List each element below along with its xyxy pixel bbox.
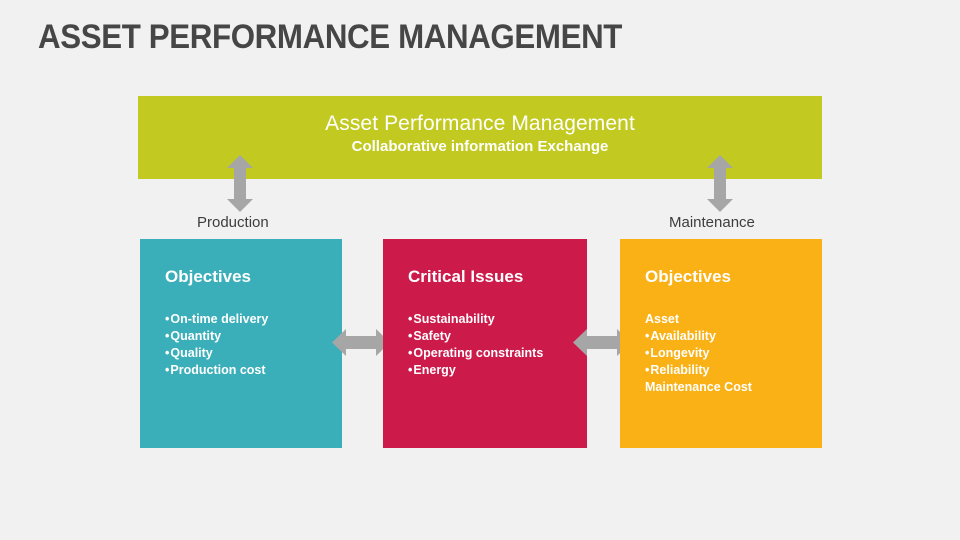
panel-maintenance-objectives: Objectives Asset Availability Longevity …: [620, 239, 822, 448]
list-item: Maintenance Cost: [645, 380, 752, 394]
list-item: On-time delivery: [165, 311, 342, 328]
vertical-double-arrow-icon-maintenance: [707, 155, 733, 212]
banner-asset-performance-management: Asset Performance Management Collaborati…: [138, 96, 822, 179]
list-item: Availability: [645, 328, 822, 345]
list-item: Safety: [408, 328, 587, 345]
list-item: Asset: [645, 312, 680, 326]
panel-heading-critical: Critical Issues: [408, 267, 524, 286]
banner-subtitle: Collaborative information Exchange: [351, 138, 609, 156]
list-item: Quantity: [165, 328, 342, 345]
vertical-double-arrow-icon-production: [227, 155, 253, 212]
list-item: Production cost: [165, 362, 342, 379]
flow-label-maintenance: Maintenance: [669, 214, 755, 231]
list-item: Operating constraints: [408, 345, 587, 362]
panel-critical-issues: Critical Issues Sustainability Safety Op…: [383, 239, 587, 448]
list-item: Longevity: [645, 345, 822, 362]
list-item: Sustainability: [408, 311, 587, 328]
horizontal-double-arrow-icon-right: [573, 329, 631, 356]
list-item: Quality: [165, 345, 342, 362]
panel-list-maintenance: Asset Availability Longevity Reliability…: [645, 311, 822, 396]
horizontal-double-arrow-icon-left: [332, 329, 390, 356]
panel-production-objectives: Objectives On-time delivery Quantity Qua…: [140, 239, 342, 448]
panel-heading-maintenance: Objectives: [645, 267, 731, 286]
banner-title: Asset Performance Management: [325, 112, 635, 135]
panel-heading-production: Objectives: [165, 267, 251, 286]
list-item: Reliability: [645, 362, 822, 379]
list-item: Energy: [408, 362, 587, 379]
panel-list-critical: Sustainability Safety Operating constrai…: [408, 311, 587, 379]
page-title: ASSET PERFORMANCE MANAGEMENT: [38, 18, 623, 56]
panel-list-production: On-time delivery Quantity Quality Produc…: [165, 311, 342, 379]
flow-label-production: Production: [197, 214, 269, 231]
